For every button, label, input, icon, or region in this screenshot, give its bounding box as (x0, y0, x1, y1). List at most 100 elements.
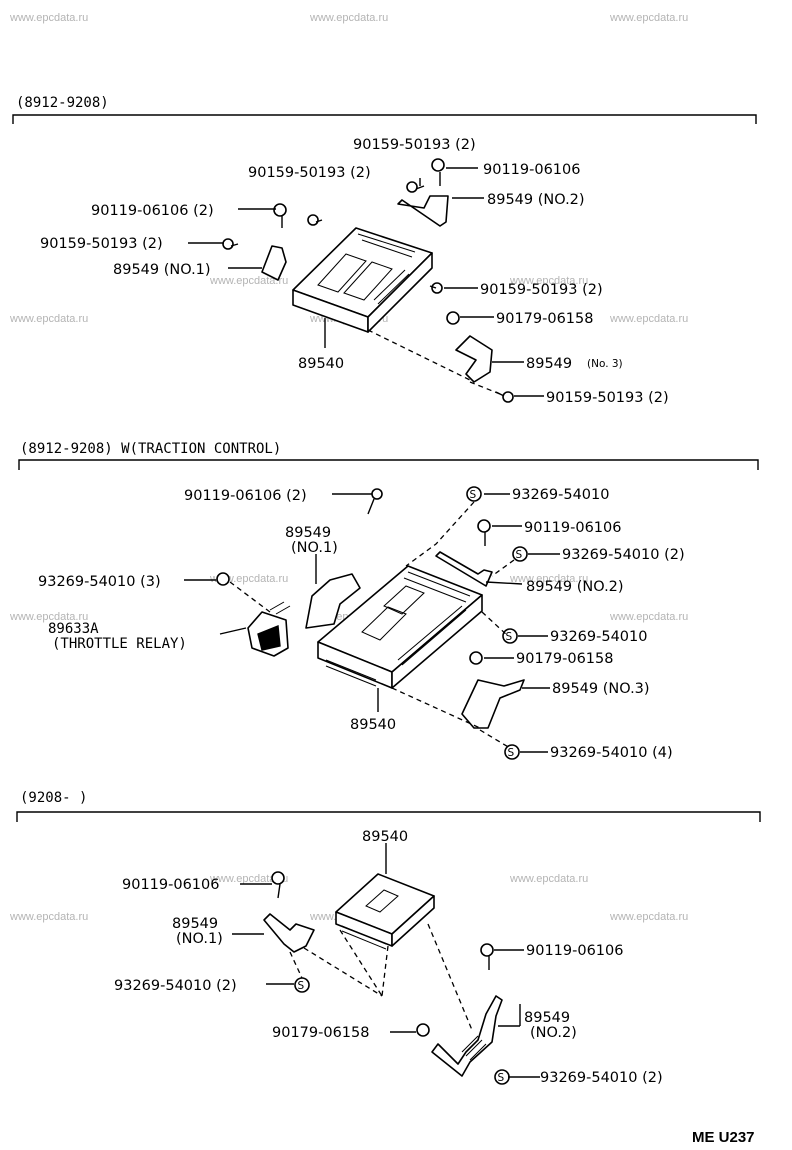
section-header: (8912-9208) (16, 95, 109, 111)
assembly-line (229, 501, 515, 749)
part-label: 90119-06106 (122, 877, 220, 893)
nut-icon (446, 311, 460, 325)
throttle-relay-89633A (247, 601, 291, 657)
svg-text:S: S (470, 489, 477, 501)
part-label: 93269-54010 (2) (114, 978, 237, 994)
part-label: 89549 (NO.1) (113, 262, 211, 278)
part-label: 89549 (526, 356, 572, 372)
bolt-icon (480, 943, 494, 970)
part-label: 90159-50193 (2) (546, 390, 669, 406)
bolt-icon (367, 488, 383, 515)
watermark-text: www.epcdata.ru (609, 313, 688, 325)
leader-line (184, 493, 560, 753)
watermark-text: www.epcdata.ru (509, 573, 588, 585)
diagram-code: ME U237 (692, 1129, 755, 1146)
assembly-line (367, 329, 501, 395)
part-label: 89540 (362, 829, 408, 845)
watermark-text: www.epcdata.ru (509, 275, 588, 287)
watermark-text: www.epcdata.ru (9, 911, 88, 923)
part-label: (THROTTLE RELAY) (52, 636, 187, 652)
ecu-89540 (292, 227, 433, 333)
part-label: 89540 (298, 356, 344, 372)
part-label: 90119-06106 (524, 520, 622, 536)
watermark-text: www.epcdata.ru (609, 611, 688, 623)
section-1: (8912-9208) (12, 95, 757, 406)
part-label: 89540 (350, 717, 396, 733)
screw-icon (307, 214, 323, 226)
part-label: 89549 (NO.3) (552, 681, 650, 697)
washer-icon: S (512, 546, 528, 562)
part-label: 90119-06106 (2) (184, 488, 307, 504)
part-label: 93269-54010 (550, 629, 648, 645)
nut-icon (469, 651, 483, 665)
part-label: 93269-54010 (512, 487, 610, 503)
washer-icon: S (494, 1069, 510, 1085)
bracket-no3 (461, 679, 525, 729)
assembly-line (289, 923, 473, 1031)
washer-icon: S (466, 486, 482, 502)
nut-icon (216, 572, 230, 586)
section-3: (9208- ) S S 89540 9 (16, 790, 761, 1086)
bracket-no1 (263, 913, 315, 953)
nut-icon (416, 1023, 430, 1037)
washer-icon: S (502, 628, 518, 644)
part-label: (NO.2) (530, 1025, 577, 1041)
washer-icon: S (294, 977, 310, 993)
part-label: 93269-54010 (2) (562, 547, 685, 563)
watermark-text: www.epcdata.ru (309, 12, 388, 24)
section-bracket (18, 459, 759, 470)
bracket-no2 (397, 195, 449, 227)
svg-text:S: S (298, 980, 305, 992)
part-label: 89549 (285, 525, 331, 541)
part-label: 89549 (524, 1010, 570, 1026)
section-bracket (12, 114, 757, 124)
bolt-icon (431, 158, 445, 186)
part-label: 90179-06158 (496, 311, 594, 327)
bolt-icon (273, 203, 287, 228)
part-label: (NO.1) (176, 931, 223, 947)
section-header: (9208- ) (20, 790, 87, 806)
part-label: 90119-06106 (2) (91, 203, 214, 219)
part-label: (No. 3) (587, 358, 623, 370)
section-2: (8912-9208) W(TRACTION CONTROL) S (18, 441, 759, 761)
watermark-layer: www.epcdata.ru www.epcdata.ru www.epcdat… (9, 12, 688, 923)
part-label: 90179-06158 (516, 651, 614, 667)
watermark-text: www.epcdata.ru (9, 611, 88, 623)
part-label: 89549 (NO.2) (487, 192, 585, 208)
svg-text:S: S (506, 631, 513, 643)
bracket-no3 (455, 335, 493, 383)
bolt-icon (406, 181, 425, 193)
watermark-text: www.epcdata.ru (509, 873, 588, 885)
part-label: 90179-06158 (272, 1025, 370, 1041)
part-label: 90159-50193 (2) (353, 137, 476, 153)
part-label: (NO.1) (291, 540, 338, 556)
part-label: 89633A (48, 621, 99, 637)
ecu-89540 (317, 565, 483, 689)
part-label: 89549 (172, 916, 218, 932)
watermark-text: www.epcdata.ru (209, 873, 288, 885)
bracket-hatching (461, 1035, 487, 1061)
watermark-text: www.epcdata.ru (609, 911, 688, 923)
screw-icon (222, 238, 239, 250)
part-label: 93269-54010 (3) (38, 574, 161, 590)
part-label: 93269-54010 (2) (540, 1070, 663, 1086)
part-label: 93269-54010 (4) (550, 745, 673, 761)
bracket-no1 (261, 245, 287, 281)
svg-text:S: S (498, 1072, 505, 1084)
section-header: (8912-9208) W(TRACTION CONTROL) (20, 441, 281, 457)
part-label: 90159-50193 (2) (480, 282, 603, 298)
bracket-no1 (305, 573, 361, 629)
part-label: 90159-50193 (2) (248, 165, 371, 181)
bracket-no2 (435, 551, 493, 587)
part-label: 90119-06106 (483, 162, 581, 178)
section-bracket (16, 811, 761, 822)
watermark-text: www.epcdata.ru (609, 12, 688, 24)
ecu-89540 (335, 873, 435, 950)
part-label: 90159-50193 (2) (40, 236, 163, 252)
watermark-text: www.epcdata.ru (9, 12, 88, 24)
svg-text:S: S (508, 747, 515, 759)
bolt-icon (271, 871, 285, 899)
leader-line (188, 167, 544, 397)
leader-line (232, 883, 540, 1078)
